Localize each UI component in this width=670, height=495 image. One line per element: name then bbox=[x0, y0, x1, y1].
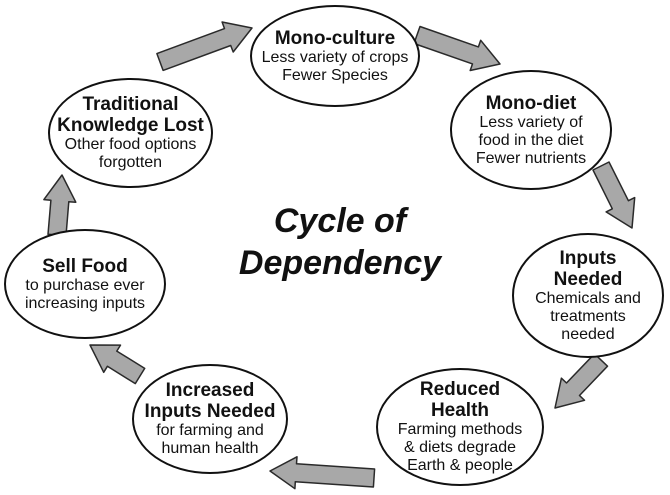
node-title: Reduced Health bbox=[419, 379, 501, 421]
node-description: for farming and human health bbox=[156, 422, 264, 457]
arrow-inputs-needed-to-reduced-health bbox=[554, 353, 609, 409]
arrow-reduced-health-to-increased-inputs-needed bbox=[269, 456, 376, 490]
node-traditional-knowledge-lost: Traditional Knowledge Lost Other food op… bbox=[48, 78, 213, 188]
node-description: Less variety of food in the diet Fewer n… bbox=[475, 113, 587, 167]
arrow-mono-diet-to-inputs-needed bbox=[592, 161, 636, 229]
arrow-sell-food-to-traditional-knowledge-lost bbox=[43, 174, 77, 237]
node-title: Increased Inputs Needed bbox=[144, 380, 276, 422]
arrow-traditional-knowledge-lost-to-mono-culture bbox=[156, 21, 253, 72]
node-title: Inputs Needed bbox=[553, 247, 623, 290]
node-sell-food: Sell Food to purchase ever increasing in… bbox=[4, 229, 166, 339]
node-increased-inputs-needed: Increased Inputs Needed for farming and … bbox=[132, 364, 288, 474]
node-description: Less variety of crops Fewer Species bbox=[261, 48, 409, 84]
node-inputs-needed: Inputs Needed Chemicals and treatments n… bbox=[512, 233, 664, 358]
node-description: Other food options forgotten bbox=[64, 136, 197, 171]
node-title: Sell Food bbox=[42, 255, 128, 277]
node-mono-diet: Mono-diet Less variety of food in the di… bbox=[450, 70, 612, 190]
node-description: to purchase ever increasing inputs bbox=[24, 276, 146, 312]
center-title: Cycle of Dependency bbox=[238, 202, 442, 282]
node-description: Farming methods & diets degrade Earth & … bbox=[397, 421, 523, 474]
node-reduced-health: Reduced Health Farming methods & diets d… bbox=[376, 368, 544, 486]
node-title: Mono-diet bbox=[485, 92, 577, 114]
node-description: Chemicals and treatments needed bbox=[535, 289, 641, 343]
node-title: Mono-culture bbox=[274, 27, 396, 49]
node-title: Traditional Knowledge Lost bbox=[57, 94, 204, 136]
arrow-mono-culture-to-mono-diet bbox=[413, 25, 501, 72]
node-mono-culture: Mono-culture Less variety of crops Fewer… bbox=[250, 5, 420, 107]
arrow-increased-inputs-needed-to-sell-food bbox=[89, 344, 146, 385]
